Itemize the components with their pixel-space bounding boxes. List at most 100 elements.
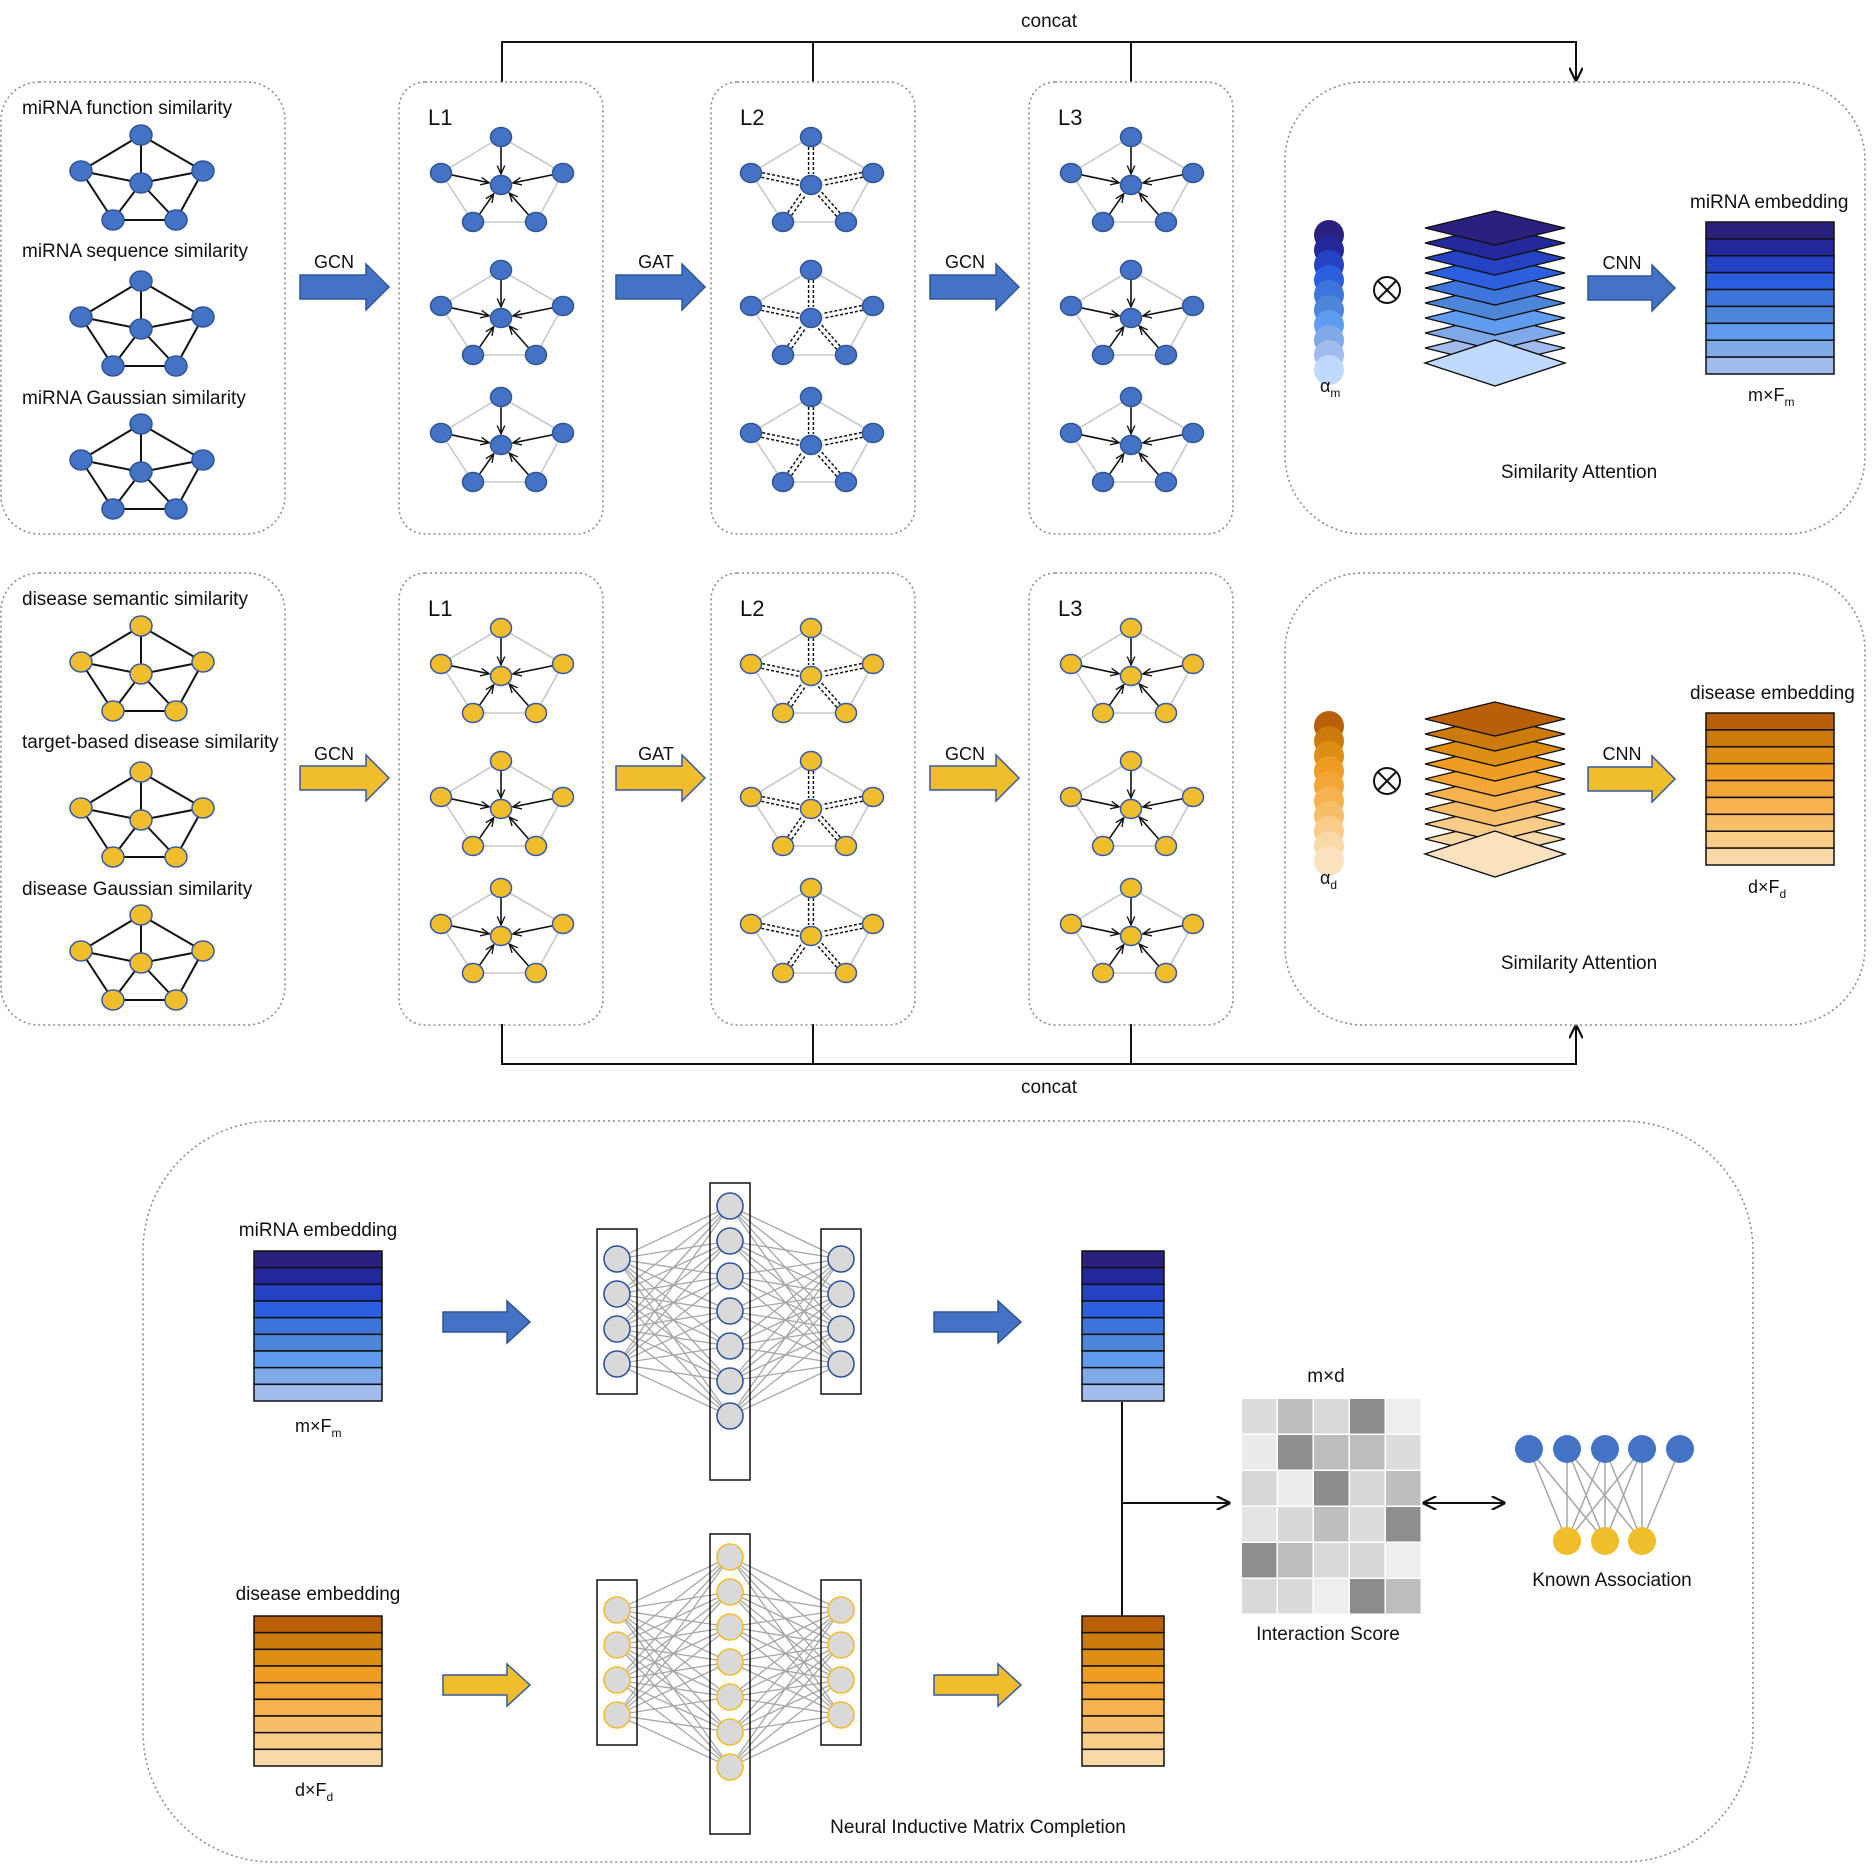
graph-edge [1070,396,1132,434]
graph-node [164,846,188,868]
graph-node [69,160,93,182]
graph-node [461,835,485,857]
mirna-node [1591,1435,1619,1463]
graph-node [799,750,823,772]
graph-edge [1070,136,1132,174]
graph-node [489,877,513,899]
disease-layer-graph [1059,617,1205,724]
embedding-row [253,1681,383,1701]
graph-edge [440,760,502,798]
graph-node [861,162,885,184]
graph-node [489,434,513,456]
attention-edge [822,171,862,182]
interaction-score-label: Interaction Score [1256,1624,1400,1645]
disease-neural-network [596,1533,862,1835]
message-edge [1081,665,1119,674]
disease-target-similarity-title: target-based disease similarity [22,732,279,753]
graph-edge [80,134,142,172]
nimc-mirna-output-arrow [933,1299,1023,1345]
graph-node [129,413,153,435]
network-node [603,1350,631,1378]
heatmap-cell [1350,1471,1385,1506]
graph-node [771,702,795,724]
graph-node [799,617,823,639]
heatmap-cell [1350,1543,1385,1578]
network-connection [729,1205,842,1260]
disease-gat-arrow-label: GAT [638,744,674,764]
attention-edge [787,324,803,347]
graph-node [429,295,453,317]
attention-edge [761,927,799,937]
mirna-layer-graph [429,386,575,493]
graph-node [1119,750,1143,772]
disease-alpha-weights [1314,711,1344,876]
message-edge [1143,174,1183,183]
mirna-similarity-stack [1422,210,1568,387]
nimc-disease-embedding-title: disease embedding [236,1584,401,1605]
graph-node [191,651,215,673]
mirna-embedding-rows [1705,221,1835,375]
network-connection [616,1310,731,1365]
graph-node [101,846,125,868]
message-edge [478,194,494,215]
graph-edge [810,136,874,174]
graph-node [1091,211,1115,233]
graph-node [524,344,548,366]
nimc-mirna-input-arrow [442,1299,532,1345]
embedding-row [1705,271,1835,291]
graph-node [101,209,125,231]
embedding-row [1705,813,1835,832]
graph-edge [500,269,564,307]
message-edge [509,326,530,349]
graph-edge [140,134,204,172]
graph-node [739,295,763,317]
message-edge [1139,684,1160,707]
graph-node [69,940,93,962]
message-edge [1108,454,1124,475]
network-connection [616,1363,731,1417]
attention-edge [787,815,803,838]
embedding-row [1705,847,1835,866]
graph-node [771,211,795,233]
network-node [716,1332,744,1360]
mirna-similarity-graph [69,413,215,520]
message-edge [1139,944,1160,967]
embedding-row [1705,322,1835,341]
disease-layer-l1-panel [398,572,604,1026]
embedding-row [1081,1250,1165,1269]
heatmap-cell [1242,1543,1277,1578]
graph-node [69,449,93,471]
nimc-section: miRNA embedding m×Fm disease embedding d… [142,1120,1754,1863]
network-connection [616,1363,731,1382]
graph-node [1181,162,1205,184]
network-connection [616,1556,731,1646]
heatmap-cell [1350,1399,1385,1434]
embedding-row [1081,1698,1165,1717]
graph-node [771,471,795,493]
mirna-node [1666,1435,1694,1463]
message-edge [1139,193,1160,216]
disease-similarity-stack [1422,701,1568,878]
attention-edge [820,814,841,838]
message-edge [478,327,494,348]
embedding-row [253,1698,383,1717]
network-connection [616,1661,731,1716]
graph-node [1119,259,1143,281]
embedding-row [253,1316,383,1336]
network-node [827,1245,855,1273]
network-node [716,1192,744,1220]
embedding-row [1081,1283,1165,1302]
output-layer-box [820,1228,862,1395]
similarity-layer [1424,701,1566,737]
network-connection [729,1258,842,1347]
heatmap-cell [1386,1399,1421,1434]
graph-node [101,989,125,1011]
graph-node [1091,471,1115,493]
embedding-row [1081,1333,1165,1352]
graph-node [1059,786,1083,808]
known-association-label: Known Association [1532,1570,1692,1591]
embedding-row [1081,1681,1165,1701]
attention-edge [820,323,841,347]
output-layer-box [820,1579,862,1746]
